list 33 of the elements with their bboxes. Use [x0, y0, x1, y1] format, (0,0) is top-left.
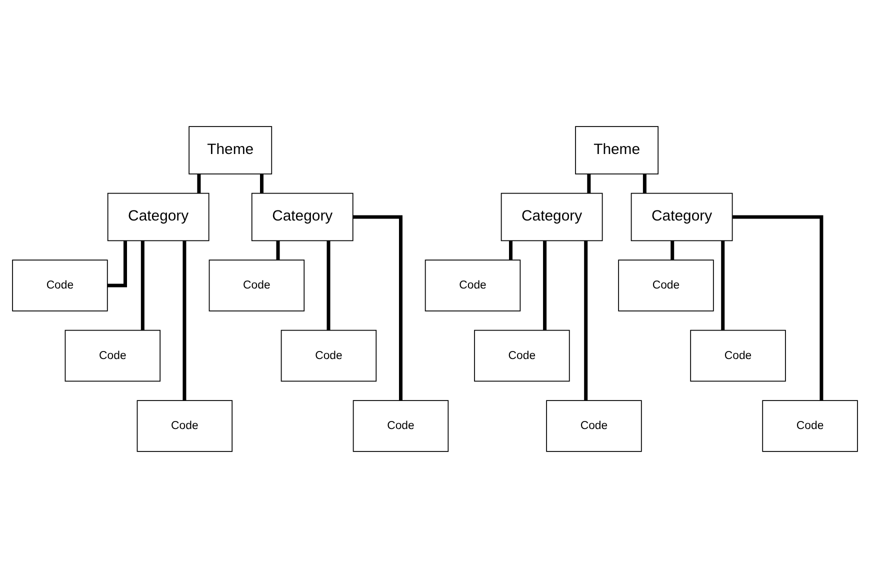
- node-box: Category: [500, 192, 603, 242]
- node-box: Code: [546, 400, 642, 452]
- connector: [326, 240, 330, 330]
- node-box: Code: [64, 330, 161, 382]
- node-box: Code: [424, 260, 521, 312]
- connector: [509, 240, 513, 260]
- node-box: Category: [630, 192, 733, 242]
- node-box: Theme: [188, 126, 272, 174]
- connector: [276, 240, 280, 260]
- connector: [587, 174, 591, 194]
- connector: [543, 240, 547, 330]
- connector: [721, 240, 725, 330]
- node-box: Theme: [575, 126, 659, 174]
- node-box: Code: [474, 330, 570, 382]
- node-box: Code: [618, 260, 714, 312]
- node-box: Code: [208, 260, 305, 312]
- node-box: Code: [280, 330, 377, 382]
- node-box: Code: [12, 260, 108, 312]
- node-box: Code: [762, 400, 858, 452]
- node-box: Category: [251, 192, 354, 242]
- connector: [182, 240, 186, 400]
- connector: [260, 174, 264, 194]
- node-box: Category: [107, 192, 210, 242]
- node-box: Code: [352, 400, 449, 452]
- connector: [584, 240, 588, 400]
- node-box: Code: [690, 330, 786, 382]
- connector: [732, 215, 824, 400]
- connector: [670, 240, 674, 260]
- connector: [197, 174, 201, 194]
- connector: [353, 215, 402, 400]
- connector: [642, 174, 646, 194]
- node-box: Code: [136, 400, 233, 452]
- connector: [140, 240, 144, 330]
